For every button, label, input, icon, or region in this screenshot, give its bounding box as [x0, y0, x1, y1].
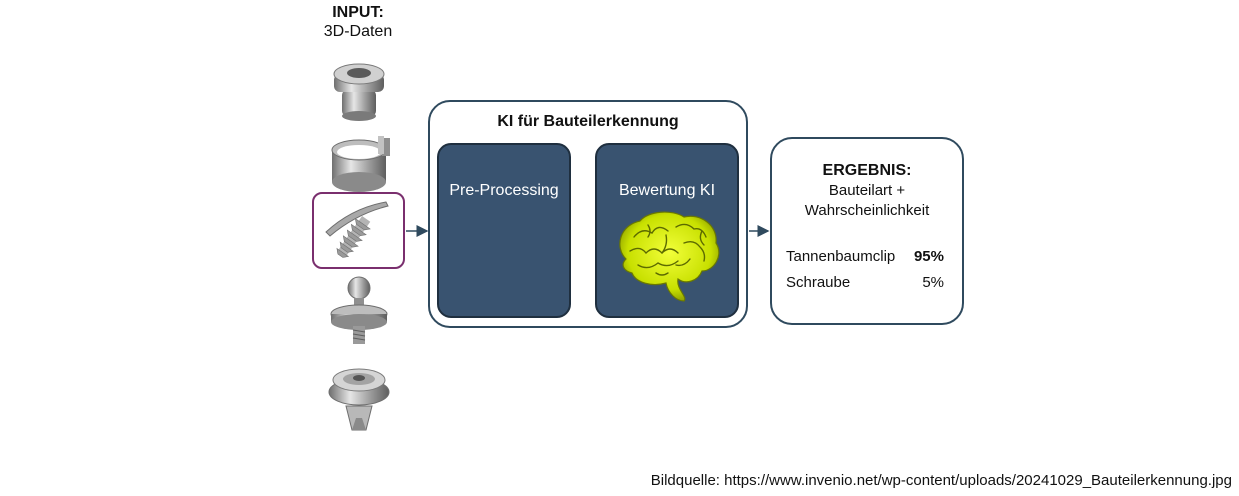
- grommet-part-icon: [312, 52, 406, 130]
- result-subtitle-line1: Bauteilart +: [828, 182, 906, 199]
- preprocessing-box: [437, 143, 571, 318]
- ki-title: KI für Bauteilerkennung: [497, 113, 679, 130]
- push-rivet-part-icon: [312, 358, 406, 436]
- ball-stud-part-icon: [312, 274, 406, 352]
- preprocessing-label: Pre-Processing: [449, 182, 559, 199]
- result-row-schraube: Schraube 5%: [786, 273, 944, 293]
- result-label: Schraube: [786, 274, 851, 291]
- fir-tree-clip-part-icon: [312, 192, 406, 270]
- result-row-tannenbaumclip: Tannenbaumclip 95%: [786, 247, 944, 267]
- result-probability: 95%: [913, 248, 944, 265]
- result-label: Tannenbaumclip: [786, 248, 896, 265]
- hose-clamp-part-icon: [312, 128, 406, 206]
- result-probability: 5%: [922, 274, 944, 291]
- result-subtitle-line2: Wahrscheinlichkeit: [804, 202, 930, 219]
- bewertung-label: Bewertung KI: [618, 182, 716, 199]
- result-title: ERGEBNIS:: [822, 162, 912, 179]
- image-source-credit: Bildquelle: https://www.invenio.net/wp-c…: [650, 472, 1232, 489]
- result-container: [770, 137, 964, 325]
- input-subtitle: 3D-Daten: [323, 23, 393, 40]
- input-title: INPUT:: [332, 4, 384, 21]
- brain-icon: [606, 207, 730, 303]
